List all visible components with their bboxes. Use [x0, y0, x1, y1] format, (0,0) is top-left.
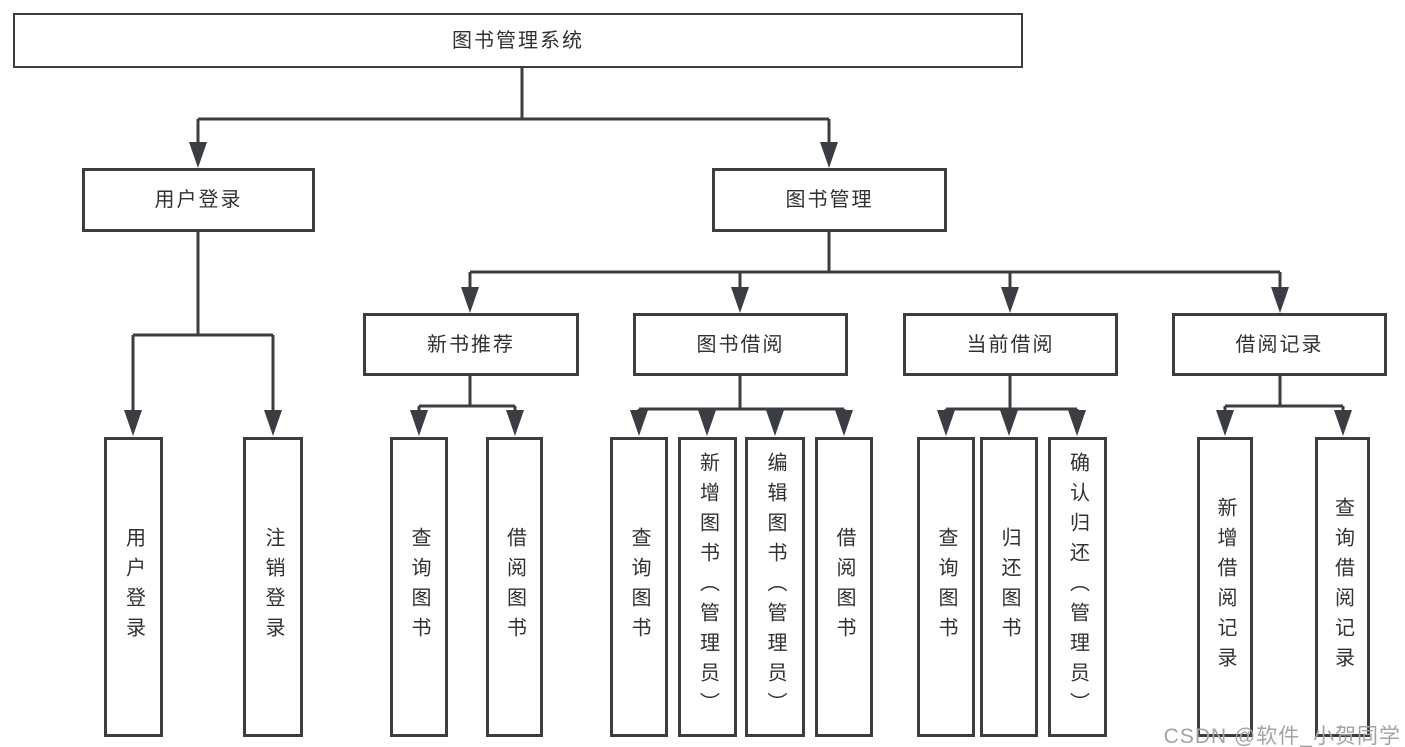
leaf-add-book-admin-label: 新增图书（管理员）	[696, 452, 719, 722]
arrowhead-down-icon	[698, 410, 716, 436]
leaf-borrow-books-newbooks: 借阅图书	[486, 437, 543, 737]
node-current-borrow: 当前借阅	[903, 313, 1118, 376]
leaf-query-borrow-record: 查询借阅记录	[1315, 437, 1370, 737]
node-book-borrow: 图书借阅	[633, 313, 848, 376]
arrowhead-down-icon	[937, 410, 955, 436]
leaf-query-books-newbooks-label: 查询图书	[408, 527, 430, 647]
arrowhead-down-icon	[124, 410, 142, 436]
connector-bookmgmt-sections	[468, 232, 1282, 289]
arrowhead-down-icon	[1216, 410, 1234, 436]
leaf-logout-label: 注销登录	[262, 527, 284, 647]
arrowhead-down-icon	[731, 287, 749, 313]
arrowhead-down-icon	[630, 410, 648, 436]
node-user-login-label: 用户登录	[154, 189, 243, 211]
leaf-query-books-current: 查询图书	[917, 437, 975, 737]
node-book-management-label: 图书管理	[785, 189, 874, 211]
arrowhead-down-icon	[1271, 287, 1289, 313]
leaf-query-borrow-record-label: 查询借阅记录	[1331, 497, 1354, 677]
node-book-management: 图书管理	[712, 168, 947, 232]
leaf-query-books-borrow-label: 查询图书	[628, 527, 650, 647]
arrowhead-down-icon	[1001, 287, 1019, 313]
connector-currentborrow-children	[944, 376, 1079, 412]
leaf-borrow-books-borrow: 借阅图书	[815, 437, 873, 737]
leaf-edit-book-admin-label: 编辑图书（管理员）	[764, 452, 786, 722]
leaf-logout: 注销登录	[243, 437, 303, 737]
leaf-query-books-current-label: 查询图书	[935, 527, 957, 647]
connector-borrowrecords-children	[1223, 376, 1345, 412]
leaf-add-borrow-record-label: 新增借阅记录	[1214, 497, 1236, 677]
leaf-return-books-label: 归还图书	[998, 527, 1020, 647]
arrowhead-down-icon	[1000, 410, 1018, 436]
arrowhead-down-icon	[461, 287, 479, 313]
connector-root-to-level2	[196, 67, 831, 144]
connector-newbooks-children	[417, 376, 517, 412]
csdn-watermark: CSDN @软件_小贺同学	[1163, 725, 1401, 747]
arrowhead-down-icon	[820, 142, 838, 168]
arrowhead-down-icon	[506, 410, 524, 436]
leaf-return-books: 归还图书	[980, 437, 1038, 737]
arrowhead-down-icon	[1334, 410, 1352, 436]
leaf-edit-book-admin: 编辑图书（管理员）	[745, 437, 805, 737]
leaf-add-book-admin: 新增图书（管理员）	[678, 437, 737, 737]
connector-userlogin-children	[131, 232, 275, 412]
leaf-borrow-books-borrow-label: 借阅图书	[833, 527, 855, 647]
node-root-label: 图书管理系统	[452, 29, 584, 52]
arrowhead-down-icon	[766, 410, 784, 436]
leaf-confirm-return-admin-label: 确认归还（管理员）	[1066, 452, 1089, 722]
node-new-book-recommend: 新书推荐	[363, 313, 579, 376]
node-root: 图书管理系统	[13, 13, 1023, 68]
leaf-borrow-books-newbooks-label: 借阅图书	[503, 527, 526, 647]
leaf-query-books-borrow: 查询图书	[610, 437, 668, 737]
arrowhead-down-icon	[410, 410, 428, 436]
node-borrow-records-label: 借阅记录	[1235, 333, 1324, 356]
node-borrow-records: 借阅记录	[1172, 313, 1387, 376]
connector-bookborrow-children	[637, 376, 846, 412]
leaf-add-borrow-record: 新增借阅记录	[1197, 437, 1253, 737]
node-user-login: 用户登录	[82, 168, 315, 232]
arrowhead-down-icon	[835, 410, 853, 436]
arrowhead-down-icon	[189, 142, 207, 168]
node-new-book-recommend-label: 新书推荐	[427, 333, 515, 356]
leaf-confirm-return-admin: 确认归还（管理员）	[1048, 437, 1107, 737]
node-current-borrow-label: 当前借阅	[966, 333, 1055, 356]
arrowhead-down-icon	[264, 410, 282, 436]
leaf-user-login: 用户登录	[104, 437, 163, 737]
arrowhead-down-icon	[1068, 410, 1086, 436]
leaf-query-books-newbooks: 查询图书	[390, 437, 448, 737]
node-book-borrow-label: 图书借阅	[696, 333, 785, 356]
leaf-user-login-label: 用户登录	[122, 527, 145, 647]
